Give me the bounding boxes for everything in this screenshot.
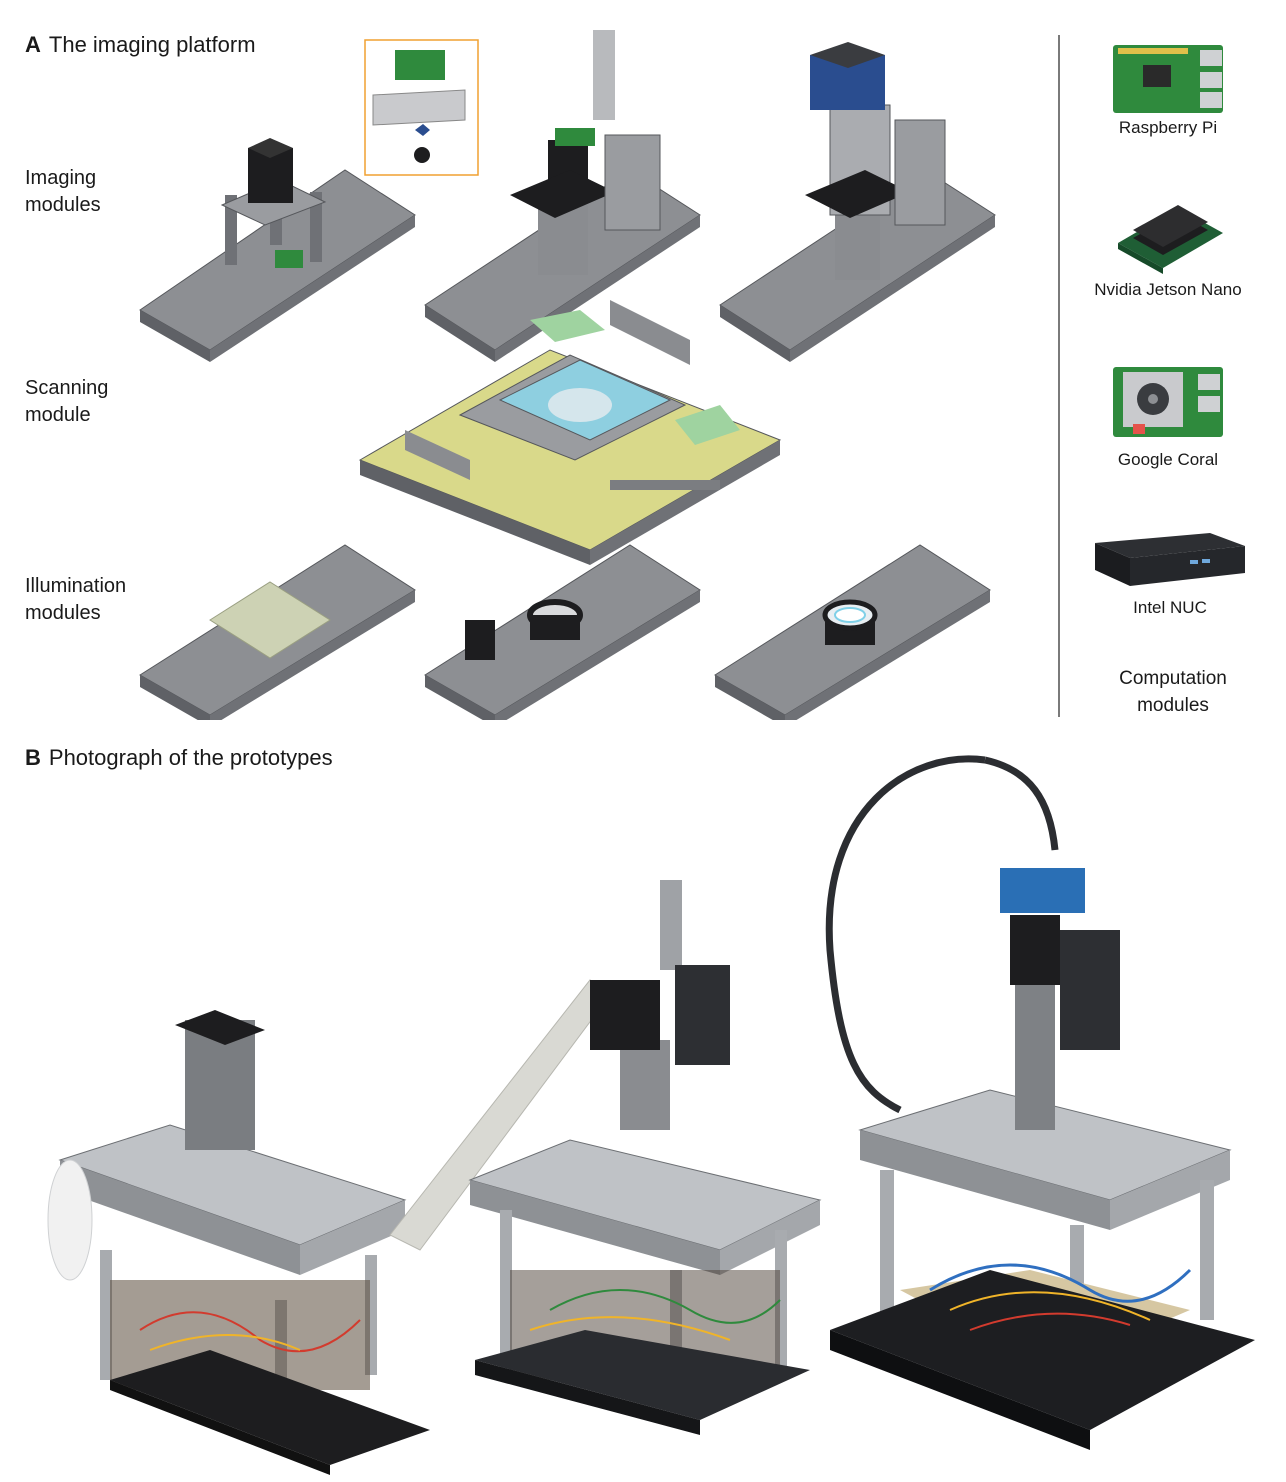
illumination-module-1 xyxy=(139,544,416,720)
camera-cable xyxy=(825,755,986,1114)
google-coral-board-icon xyxy=(1113,367,1223,437)
raspberry-pi-board-icon xyxy=(1113,45,1223,113)
prototype-3 xyxy=(830,868,1255,1450)
computation-divider xyxy=(1058,35,1060,717)
illumination-module-2 xyxy=(424,544,701,720)
computation-label-intel-nuc: Intel NUC xyxy=(1133,598,1207,617)
computation-label-jetson-nano: Nvidia Jetson Nano xyxy=(1094,280,1242,299)
computation-label-google-coral: Google Coral xyxy=(1117,450,1219,469)
panel-b-letter: B xyxy=(25,745,41,770)
prototypes-photograph xyxy=(47,755,1255,1475)
panel-a-title-text: The imaging platform xyxy=(48,32,256,57)
illumination-module-3 xyxy=(714,544,991,720)
imaging-module-3 xyxy=(719,42,996,362)
computation-label-raspberry-pi: Raspberry Pi xyxy=(1118,118,1218,137)
imaging-module-1 xyxy=(139,138,416,362)
prototype-1 xyxy=(47,1010,430,1475)
row-label-scanning: Scanning module xyxy=(25,377,109,426)
row-label-illumination: Illumination modules xyxy=(25,575,127,624)
intel-nuc-box-icon xyxy=(1095,533,1245,586)
cad-module-rendering xyxy=(139,30,996,720)
jetson-nano-board-icon xyxy=(1118,205,1223,274)
scanning-module xyxy=(358,300,782,565)
panel-b-title-text: Photograph of the prototypes xyxy=(48,745,333,770)
camera-callout-box xyxy=(364,39,479,176)
panel-a-letter: A xyxy=(25,32,41,57)
prototype-2 xyxy=(468,880,822,1435)
row-label-imaging: Imaging modules xyxy=(25,167,101,216)
computation-modules-caption: Computation modules xyxy=(1119,668,1227,716)
panel-b-title: B Photograph of the prototypes xyxy=(25,745,333,771)
panel-a-title: A The imaging platform xyxy=(25,32,256,58)
